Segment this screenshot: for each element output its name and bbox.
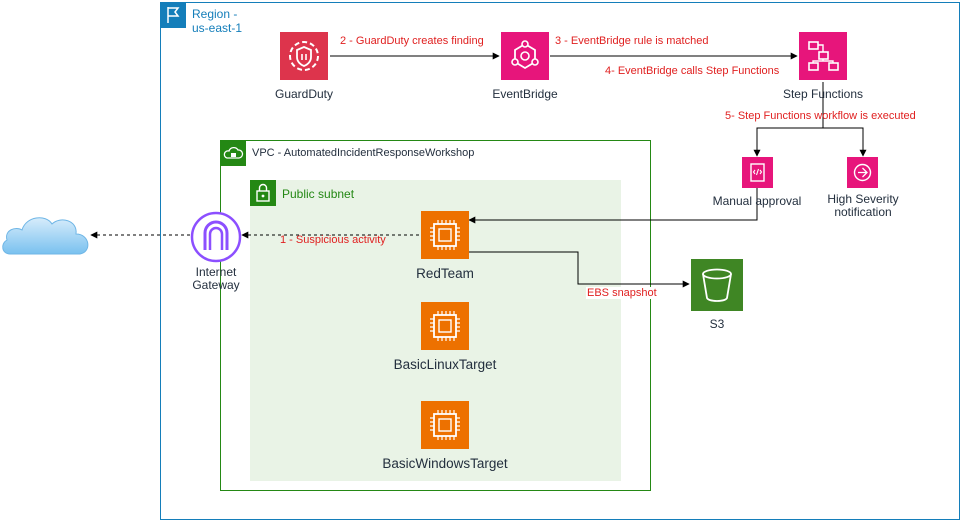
guardduty-icon [280, 32, 328, 80]
guardduty-label: GuardDuty [274, 87, 334, 101]
internet-gateway-icon [190, 211, 242, 263]
region-label: Region - us-east-1 [192, 7, 243, 35]
step-functions-icon [799, 32, 847, 80]
subnet-label: Public subnet [282, 187, 355, 201]
subnet-lock-icon [250, 180, 276, 206]
manual-approval-label: Manual approval [712, 194, 802, 208]
region-group [160, 2, 960, 520]
s3-bucket-icon [691, 259, 743, 311]
ec2-instance-icon [421, 302, 469, 350]
step-3-label: 3 - EventBridge rule is matched [555, 35, 709, 47]
vpc-label: VPC - AutomatedIncidentResponseWorkshop [252, 147, 475, 159]
high-severity-notification-label: High Severity notification [827, 192, 899, 219]
basic-linux-target-label: BasicLinuxTarget [393, 357, 497, 372]
ec2-instance-icon [421, 211, 469, 259]
eventbridge-label: EventBridge [492, 87, 558, 101]
ec2-instance-icon [421, 401, 469, 449]
basic-windows-target-label: BasicWindowsTarget [382, 456, 508, 471]
high-severity-notification-icon [847, 157, 878, 188]
redteam-label: RedTeam [416, 266, 474, 281]
vpc-group [220, 140, 651, 491]
step-1-label: 1 - Suspicious activity [280, 234, 386, 246]
step-4-label: 4- EventBridge calls Step Functions [605, 65, 780, 77]
vpc-cloud-lock-icon [220, 140, 246, 166]
arrow-step-functions-to-notification [823, 127, 867, 157]
internet-gateway-label: Internet Gateway [192, 265, 240, 292]
eventbridge-icon [501, 32, 549, 80]
manual-approval-icon [742, 157, 773, 188]
internet-cloud-icon [0, 208, 92, 262]
region-flag-icon [160, 2, 186, 28]
ebs-snapshot-label: EBS snapshot [586, 287, 658, 299]
step-5-label: 5- Step Functions workflow is executed [725, 110, 916, 122]
step-functions-label: Step Functions [782, 87, 864, 101]
arrow-to-redteam [468, 188, 758, 224]
arrow-step-functions-to-manual-approval [753, 82, 824, 157]
s3-label: S3 [709, 317, 725, 331]
arrow-redteam-to-s3 [469, 251, 690, 288]
step-2-label: 2 - GuardDuty creates finding [340, 35, 484, 47]
